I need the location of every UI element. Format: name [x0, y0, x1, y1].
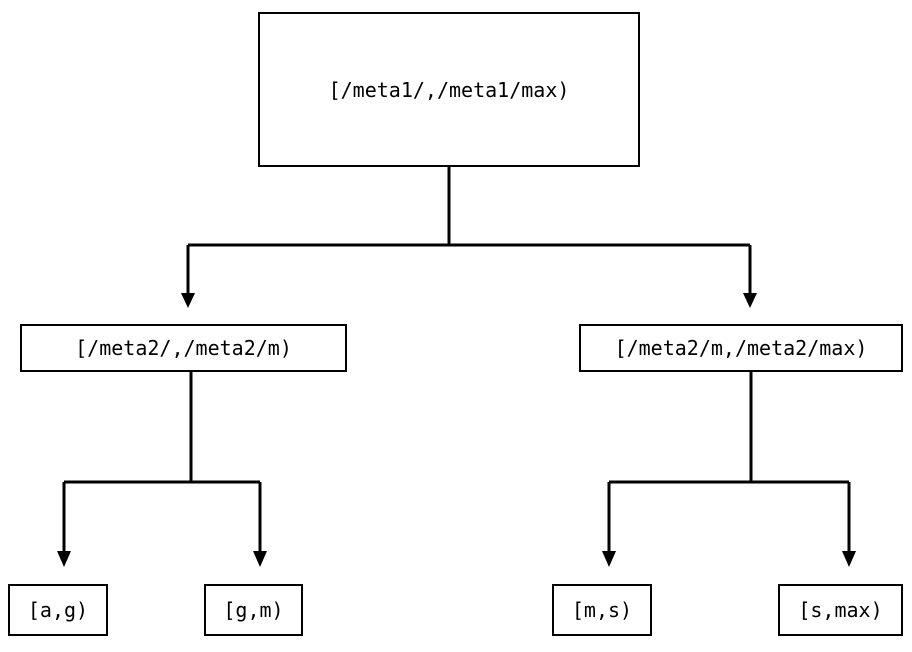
node-leaf-1[interactable]: [a,g) [8, 584, 108, 636]
node-leaf-2[interactable]: [g,m) [204, 584, 303, 636]
edge-group-root [181, 167, 757, 308]
node-mid-right-label: [/meta2/m,/meta2/max) [614, 336, 868, 360]
node-mid-left[interactable]: [/meta2/,/meta2/m) [20, 324, 347, 372]
node-leaf-3-label: [m,s) [571, 598, 633, 622]
node-leaf-4-label: [s,max) [798, 598, 883, 622]
arrowhead-root-to-mid-left [181, 293, 195, 308]
node-leaf-1-label: [a,g) [27, 598, 89, 622]
arrowhead-mid-right-to-leaf-3 [602, 551, 616, 567]
arrowhead-mid-left-to-leaf-2 [253, 551, 267, 567]
node-mid-right[interactable]: [/meta2/m,/meta2/max) [579, 324, 903, 372]
node-root-label: [/meta1/,/meta1/max) [328, 77, 570, 102]
arrowhead-mid-left-to-leaf-1 [57, 551, 71, 567]
arrowhead-mid-right-to-leaf-4 [842, 551, 856, 567]
node-leaf-3[interactable]: [m,s) [552, 584, 652, 636]
edge-group-mid-right [602, 372, 856, 567]
arrowhead-root-to-mid-right [743, 293, 757, 308]
edge-group-mid-left [57, 372, 267, 567]
node-mid-left-label: [/meta2/,/meta2/m) [75, 336, 292, 360]
node-root[interactable]: [/meta1/,/meta1/max) [258, 12, 640, 167]
node-leaf-2-label: [g,m) [223, 598, 284, 622]
node-leaf-4[interactable]: [s,max) [778, 584, 903, 636]
